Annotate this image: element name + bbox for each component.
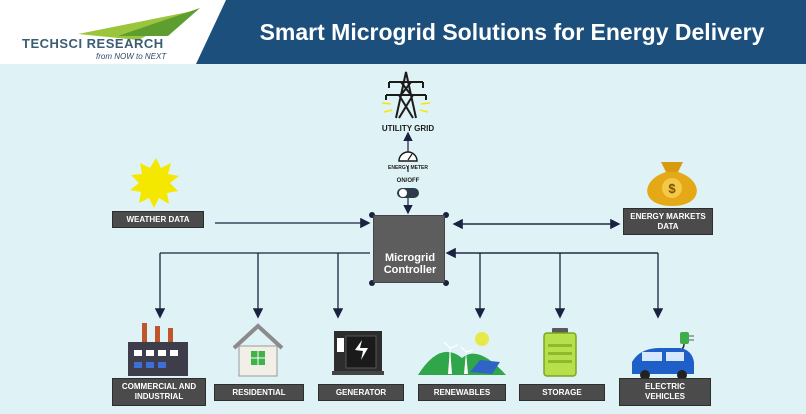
- energy-markets-label: ENERGY MARKETS DATA: [623, 208, 713, 235]
- electric-vehicles-label: ELECTRIC VEHICLES: [619, 378, 711, 406]
- energy-meter-icon: [398, 151, 418, 162]
- on-off-label: ON/OFF: [396, 178, 420, 184]
- header: [0, 0, 806, 64]
- renewables-icon: [418, 332, 506, 375]
- utility-tower-icon: [385, 71, 427, 119]
- residential-label: RESIDENTIAL: [214, 384, 304, 401]
- grid-power-glow: [381, 102, 431, 113]
- controller-line2: Controller: [383, 264, 437, 276]
- energy-meter-label: ENERGY METER: [388, 165, 428, 171]
- factory-icon: [128, 323, 188, 376]
- generator-label: GENERATOR: [318, 384, 404, 401]
- controller-line1: Microgrid: [384, 252, 436, 264]
- sun-icon: [130, 158, 179, 208]
- logo-tagline: from NOW to NEXT: [96, 52, 167, 61]
- logo-text: TECHSCI RESEARCH: [22, 36, 164, 51]
- commercial-label: COMMERCIAL AND INDUSTRIAL: [112, 378, 206, 406]
- on-off-toggle-icon: [397, 188, 419, 198]
- battery-icon: [543, 328, 577, 377]
- renewables-label: RENEWABLES: [418, 384, 506, 401]
- house-icon: [232, 323, 284, 377]
- weather-data-label: WEATHER DATA: [112, 211, 204, 228]
- money-bag-icon: $: [647, 162, 697, 206]
- page-title: Smart Microgrid Solutions for Energy Del…: [259, 19, 765, 45]
- electric-vehicle-icon: [632, 332, 694, 380]
- generator-icon: [332, 331, 384, 375]
- microgrid-controller: Microgrid Controller: [373, 215, 445, 283]
- title-banner: [196, 0, 806, 64]
- svg-text:$: $: [668, 181, 676, 196]
- storage-label: STORAGE: [519, 384, 605, 401]
- utility-grid-label: UTILITY GRID: [381, 124, 435, 133]
- techsci-logo-icon: [78, 8, 200, 40]
